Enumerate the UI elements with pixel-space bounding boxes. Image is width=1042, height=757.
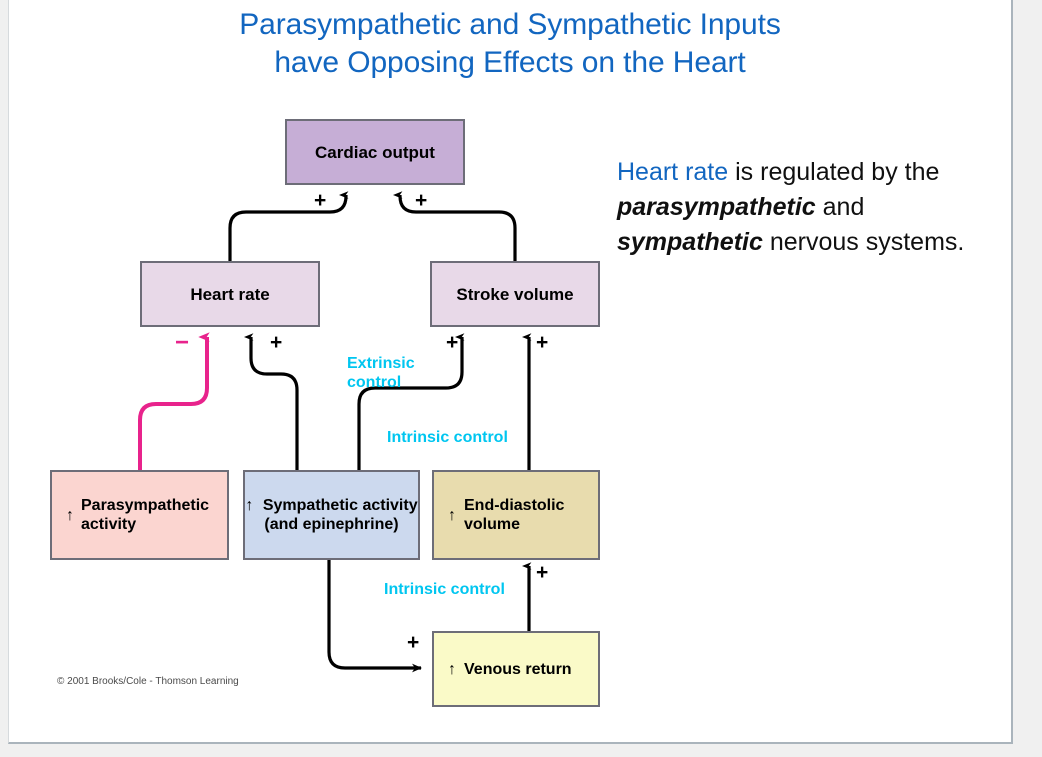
edge-stroke-volume-to-cardiac-output [393,191,517,261]
node-end-diastolic-volume: ↑ End-diastolic volume [432,470,600,560]
caption-text-1: is regulated by the [728,158,940,186]
increase-arrow-icon: ↑ [448,660,456,678]
sign-cardiac-output-from-heart-rate: + [314,189,327,212]
caption-emphasis-1: parasympathetic [617,193,816,221]
copyright-notice: © 2001 Brooks/Cole - Thomson Learning [57,676,239,687]
caption-highlight: Heart rate [617,158,729,186]
node-sympathetic-activity: ↑ Sympathetic activity (and epinephrine) [243,470,420,560]
node-cardiac-output: Cardiac output [285,119,465,185]
label-intrinsic-control-upper: Intrinsic control [387,429,508,446]
caption-emphasis-2: sympathetic [617,228,763,256]
increase-arrow-icon: ↑ [66,506,74,524]
edge-heart-rate-to-cardiac-output [228,191,349,261]
edge-parasympathetic-to-heart-rate [138,332,210,470]
node-cardiac-output-label: Cardiac output [315,142,435,162]
slide-canvas: Parasympathetic and Sympathetic Inputs h… [8,0,1013,744]
node-sympathetic-label: Sympathetic activity (and epinephrine) [262,497,418,533]
node-heart-rate: Heart rate [140,261,320,327]
label-intrinsic-control-lower: Intrinsic control [384,581,505,598]
caption-text: Heart rate is regulated by the parasympa… [617,155,1009,260]
node-venous-return-label: Venous return [464,660,572,678]
page-title-line-1: Parasympathetic and Sympathetic Inputs [239,8,781,41]
edge-sympathetic-to-venous-return [327,560,422,673]
edge-sympathetic-to-heart-rate [244,333,299,470]
page-title-line-2: have Opposing Effects on the Heart [274,46,746,79]
node-parasympathetic-activity: ↑ Parasympathetic activity [50,470,229,560]
node-venous-return: ↑ Venous return [432,631,600,707]
increase-arrow-icon: ↑ [448,506,456,524]
page-title: Parasympathetic and Sympathetic Inputs h… [9,6,1011,82]
sign-venous-return-from-sympathetic: + [407,631,420,654]
caption-text-3: nervous systems. [762,228,965,256]
sign-heart-rate-from-parasympathetic: − [175,329,190,356]
label-extrinsic-control: Extrinsic control [347,355,415,391]
sign-end-diastolic-from-venous-return: + [536,561,549,584]
node-heart-rate-label: Heart rate [190,284,270,304]
sign-cardiac-output-from-stroke-volume: + [415,189,428,212]
increase-arrow-icon: ↑ [245,497,254,514]
node-stroke-volume: Stroke volume [430,261,600,327]
sign-heart-rate-from-sympathetic: + [270,331,283,354]
sign-stroke-volume-from-end-diastolic: + [536,331,549,354]
node-stroke-volume-label: Stroke volume [456,284,574,304]
node-end-diastolic-label: End-diastolic volume [464,497,565,533]
caption-text-2: and [815,193,865,221]
sign-stroke-volume-from-sympathetic: + [446,331,459,354]
edge-sympathetic-to-stroke-volume [357,333,465,470]
node-parasympathetic-label: Parasympathetic activity [81,497,210,533]
